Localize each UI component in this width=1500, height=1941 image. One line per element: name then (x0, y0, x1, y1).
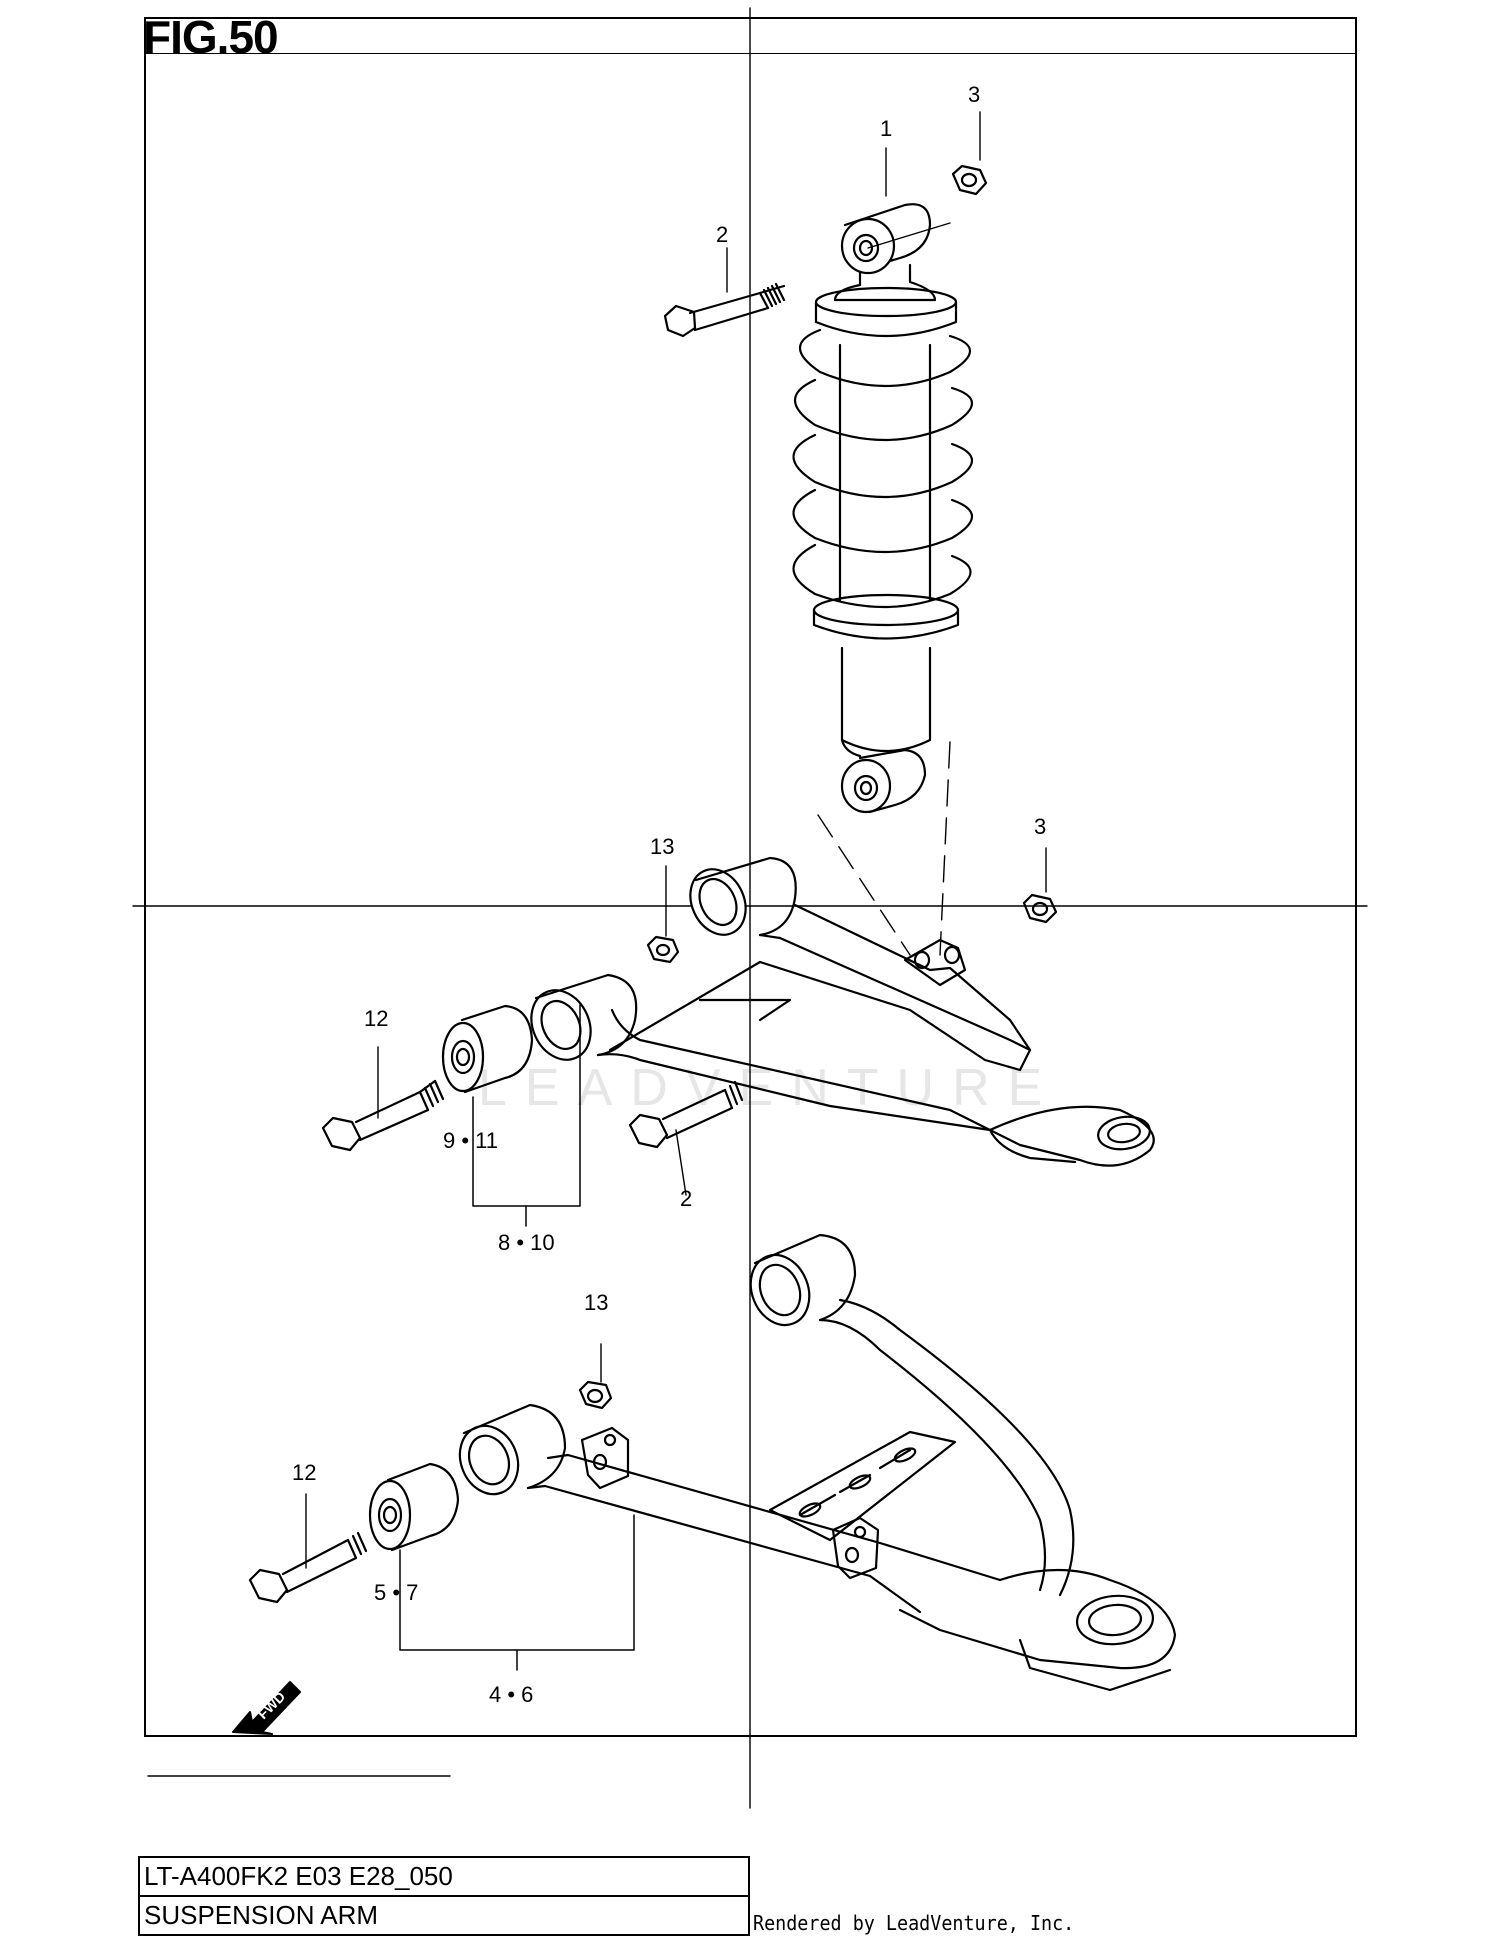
assembly-name: SUSPENSION ARM (140, 1895, 748, 1934)
callout-8-10: 8 • 10 (498, 1230, 555, 1255)
leader-bolt-to-eye (867, 222, 951, 249)
upper-arm-bushing (441, 1004, 534, 1094)
callout-9-11: 9 • 11 (443, 1128, 498, 1153)
title-block: LT-A400FK2 E03 E28_050 SUSPENSION ARM (138, 1856, 750, 1936)
upper-shock-nut (951, 164, 988, 196)
lower-arm-pivot-bolt (248, 1531, 368, 1604)
callout-12-upper: 12 (364, 1006, 389, 1031)
leader-bolt-2-lower (675, 1129, 687, 1196)
shock-absorber (792, 203, 973, 814)
upper-arm-shock-nut (1022, 893, 1058, 924)
lower-arm-bushing (368, 1462, 460, 1552)
callout-2-lower: 2 (680, 1186, 693, 1211)
rendered-by-credit: Rendered by LeadVenture, Inc. (753, 1911, 1075, 1935)
callout-3-upper: 3 (968, 82, 981, 107)
callout-5-7: 5 • 7 (374, 1580, 419, 1605)
callout-12-lower: 12 (292, 1460, 317, 1485)
callout-3-lower: 3 (1034, 814, 1047, 839)
lower-eye-alignment-leaders (817, 741, 951, 956)
upper-arm-nut (646, 935, 680, 964)
upper-suspension-arm (530, 856, 1155, 1167)
upper-arm-pivot-bolt (321, 1079, 445, 1152)
callout-2-upper: 2 (716, 222, 729, 247)
lower-arm-nut (578, 1380, 613, 1410)
lower-suspension-arm (458, 1233, 1177, 1692)
model-code: LT-A400FK2 E03 E28_050 (144, 1861, 453, 1891)
callout-4-6: 4 • 6 (489, 1682, 534, 1707)
callout-13-upper: 13 (650, 834, 675, 859)
upper-shock-bolt (663, 282, 786, 338)
lower-shock-bolt (628, 1080, 744, 1149)
callout-13-lower: 13 (584, 1290, 609, 1315)
callout-1: 1 (880, 116, 893, 141)
fwd-arrow-icon (232, 1681, 301, 1735)
figure-title: FIG.50 (143, 11, 279, 63)
